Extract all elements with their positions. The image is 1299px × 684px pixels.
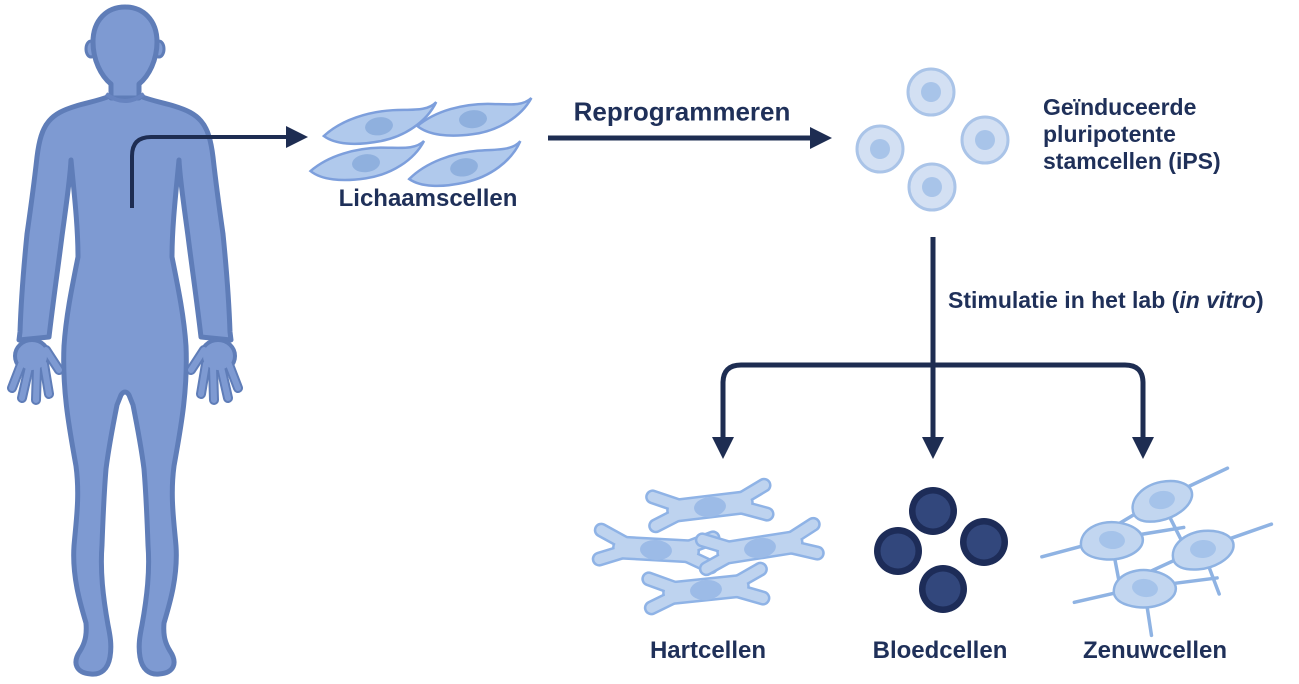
stimulation-branch-arrows	[712, 237, 1154, 459]
heart-cells-label: Hartcellen	[649, 637, 767, 664]
left-hand	[7, 338, 64, 405]
right-hand	[186, 338, 243, 405]
biopsy-arrow	[130, 126, 308, 208]
stimulation-label-suffix: )	[1255, 287, 1264, 313]
body-cells-cluster	[307, 96, 536, 194]
human-body-figure	[7, 4, 243, 677]
head	[84, 4, 166, 103]
stimulation-label-italic: in vitro	[1179, 287, 1256, 313]
reprogramming-arrow	[548, 127, 832, 149]
stimulation-label: Stimulatie in het lab (in vitro)	[948, 287, 1264, 314]
blood-cells-label: Bloedcellen	[872, 637, 1008, 664]
body-cells-label: Lichaamscellen	[338, 185, 518, 212]
body-silhouette	[16, 93, 234, 677]
stimulation-label-prefix: Stimulatie in het lab (	[948, 287, 1180, 313]
reprogramming-label: Reprogrammeren	[573, 96, 791, 127]
ips-cells-label: Geïnduceerde pluripotente stamcellen (iP…	[1043, 94, 1221, 174]
blood-cells-cluster	[874, 487, 1008, 613]
heart-cells-cluster	[599, 485, 817, 608]
nerve-cells-label: Zenuwcellen	[1082, 637, 1228, 664]
nerve-cells-cluster	[1037, 466, 1278, 646]
ips-cell-cluster	[855, 67, 1010, 212]
